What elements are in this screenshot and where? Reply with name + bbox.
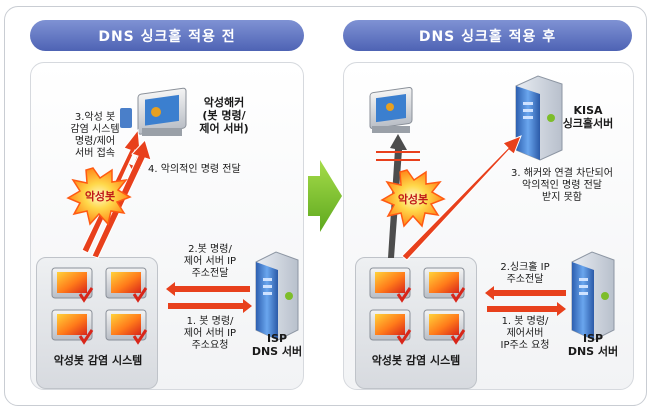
before-infected-computer-icons (51, 267, 148, 345)
before-step2-label: 2.봇 명령/ 제어 서버 IP 주소전달 (183, 244, 237, 279)
kisa-sinkhole-server-icon (515, 75, 563, 161)
before-dns-label: ISP DNS 서버 (251, 332, 303, 358)
block-cut-icon (376, 151, 420, 161)
transition-arrow-icon (308, 160, 342, 232)
after-dns-server-icon (571, 251, 615, 341)
before-hacker-monitor-icon (120, 87, 187, 136)
before-hacker-label: 악성해커 (봇 명령/ 제어 서버) (199, 96, 249, 135)
after-dns-label: ISP DNS 서버 (567, 332, 619, 358)
after-step3-label: 3. 해커와 연결 차단되어 악의적인 명령 전달 받지 못함 (511, 168, 613, 203)
before-title: DNS 싱크홀 적용 전 (30, 20, 304, 51)
after-infected-label: 악성봇 감염 시스템 (371, 354, 461, 367)
before-step4-label: 4. 악의적인 명령 전달 (148, 164, 241, 175)
after-infected-computer-icons (369, 267, 466, 345)
after-bot-burst-icon (380, 169, 446, 228)
after-title: DNS 싱크홀 적용 후 (343, 20, 632, 51)
before-step1-label: 1. 봇 명령/ 제어 서버 IP 주소요청 (183, 316, 237, 351)
after-bot-label: 악성봇 (397, 193, 429, 206)
before-step3-label: 3.악성 봇 감염 시스템 명령/제어 서버 접속 (70, 112, 120, 159)
before-bot-burst-icon (66, 167, 132, 226)
after-step2-label: 2.싱크홀 IP 주소전달 (500, 262, 550, 285)
before-infected-label: 악성봇 감염 시스템 (53, 354, 143, 367)
before-dns-server-icon (255, 251, 299, 341)
before-bot-label: 악성봇 (84, 190, 116, 203)
after-hacker-monitor-icon (369, 86, 413, 133)
kisa-label: KISA 싱크홀서버 (562, 104, 614, 130)
after-step1-label: 1. 봇 명령/ 제어서버 IP주소 요청 (500, 316, 550, 351)
